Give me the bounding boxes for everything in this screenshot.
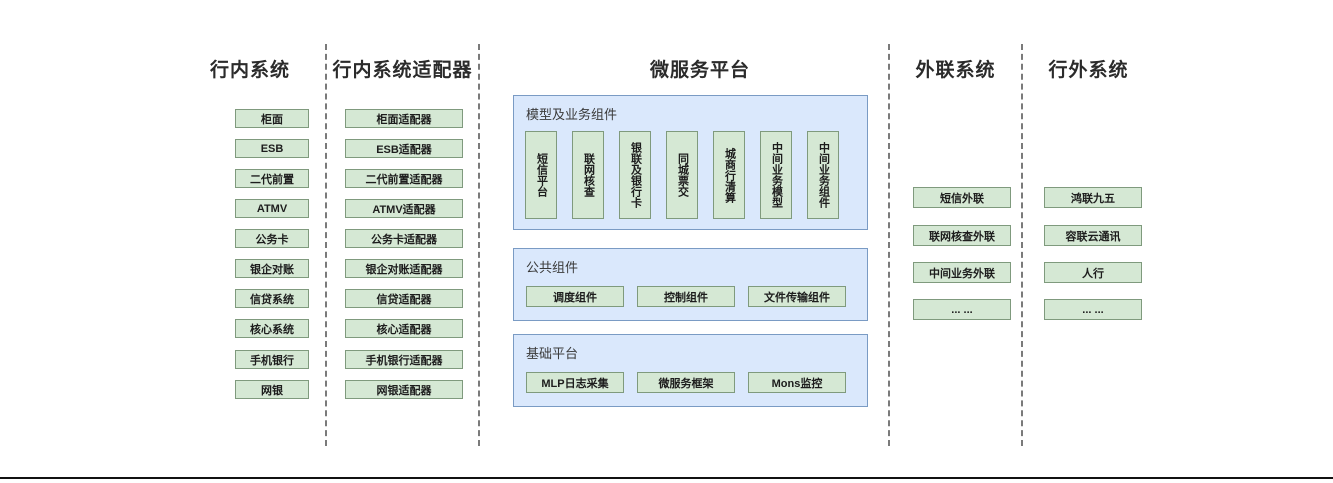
column-header-microservice-platform: 微服务平台 (649, 60, 750, 81)
node-in-bank-adapter-8[interactable]: 核心适配器 (345, 319, 463, 338)
column-header-out-bank-systems: 行外系统 (1048, 60, 1129, 81)
vnode-model-component-6[interactable]: 中间业务模型 (760, 131, 792, 219)
panel-title-model-business-components: 模型及业务组件 (526, 107, 618, 122)
node-in-bank-system-1[interactable]: 柜面 (235, 109, 309, 128)
node-in-bank-adapter-1[interactable]: 柜面适配器 (345, 109, 463, 128)
vnode-label-2: 联网核查 (582, 153, 595, 197)
vnode-model-component-3[interactable]: 银联及银行卡 (619, 131, 651, 219)
node-in-bank-system-9[interactable]: 手机银行 (235, 350, 309, 369)
divider-1 (325, 44, 327, 446)
bottom-rule (0, 477, 1333, 479)
node-in-bank-system-10[interactable]: 网银 (235, 380, 309, 399)
node-out-bank-4[interactable]: ... ... (1044, 299, 1142, 320)
node-in-bank-adapter-4[interactable]: ATMV适配器 (345, 199, 463, 218)
hnode-base-platform-2[interactable]: 微服务框架 (637, 372, 735, 393)
node-out-bank-2[interactable]: 容联云通讯 (1044, 225, 1142, 246)
panel-base-platform: 基础平台 (513, 334, 868, 407)
column-header-in-bank-adapters: 行内系统适配器 (332, 60, 473, 81)
node-in-bank-adapter-9[interactable]: 手机银行适配器 (345, 350, 463, 369)
node-out-bank-3[interactable]: 人行 (1044, 262, 1142, 283)
column-header-external-link-systems: 外联系统 (915, 60, 996, 81)
vnode-label-6: 中间业务模型 (770, 142, 783, 208)
node-in-bank-system-6[interactable]: 银企对账 (235, 259, 309, 278)
node-external-link-4[interactable]: ... ... (913, 299, 1011, 320)
node-external-link-1[interactable]: 短信外联 (913, 187, 1011, 208)
divider-2 (478, 44, 480, 446)
vnode-label-3: 银联及银行卡 (629, 142, 642, 208)
vnode-model-component-2[interactable]: 联网核查 (572, 131, 604, 219)
divider-3 (888, 44, 890, 446)
vnode-label-7: 中间业务组件 (817, 142, 830, 208)
divider-4 (1021, 44, 1023, 446)
panel-title-public-components: 公共组件 (526, 260, 579, 275)
hnode-base-platform-3[interactable]: Mons监控 (748, 372, 846, 393)
node-in-bank-adapter-2[interactable]: ESB适配器 (345, 139, 463, 158)
node-in-bank-system-4[interactable]: ATMV (235, 199, 309, 218)
column-header-in-bank-systems: 行内系统 (209, 60, 290, 81)
node-in-bank-system-8[interactable]: 核心系统 (235, 319, 309, 338)
vnode-model-component-1[interactable]: 短信平台 (525, 131, 557, 219)
hnode-public-component-1[interactable]: 调度组件 (526, 286, 624, 307)
node-in-bank-adapter-7[interactable]: 信贷适配器 (345, 289, 463, 308)
panel-title-base-platform: 基础平台 (526, 346, 579, 361)
node-in-bank-system-5[interactable]: 公务卡 (235, 229, 309, 248)
vnode-model-component-5[interactable]: 城商行清算 (713, 131, 745, 219)
node-in-bank-adapter-3[interactable]: 二代前置适配器 (345, 169, 463, 188)
node-in-bank-adapter-6[interactable]: 银企对账适配器 (345, 259, 463, 278)
hnode-public-component-2[interactable]: 控制组件 (637, 286, 735, 307)
hnode-base-platform-1[interactable]: MLP日志采集 (526, 372, 624, 393)
vnode-label-5: 城商行清算 (723, 147, 736, 203)
node-in-bank-system-3[interactable]: 二代前置 (235, 169, 309, 188)
node-in-bank-adapter-5[interactable]: 公务卡适配器 (345, 229, 463, 248)
hnode-public-component-3[interactable]: 文件传输组件 (748, 286, 846, 307)
panel-public-components: 公共组件 (513, 248, 868, 321)
vnode-model-component-7[interactable]: 中间业务组件 (807, 131, 839, 219)
vnode-label-4: 同城票交 (676, 153, 689, 197)
vnode-label-1: 短信平台 (535, 153, 548, 197)
node-external-link-2[interactable]: 联网核查外联 (913, 225, 1011, 246)
node-in-bank-system-7[interactable]: 信贷系统 (235, 289, 309, 308)
node-in-bank-system-2[interactable]: ESB (235, 139, 309, 158)
node-external-link-3[interactable]: 中间业务外联 (913, 262, 1011, 283)
node-in-bank-adapter-10[interactable]: 网银适配器 (345, 380, 463, 399)
vnode-model-component-4[interactable]: 同城票交 (666, 131, 698, 219)
node-out-bank-1[interactable]: 鸿联九五 (1044, 187, 1142, 208)
